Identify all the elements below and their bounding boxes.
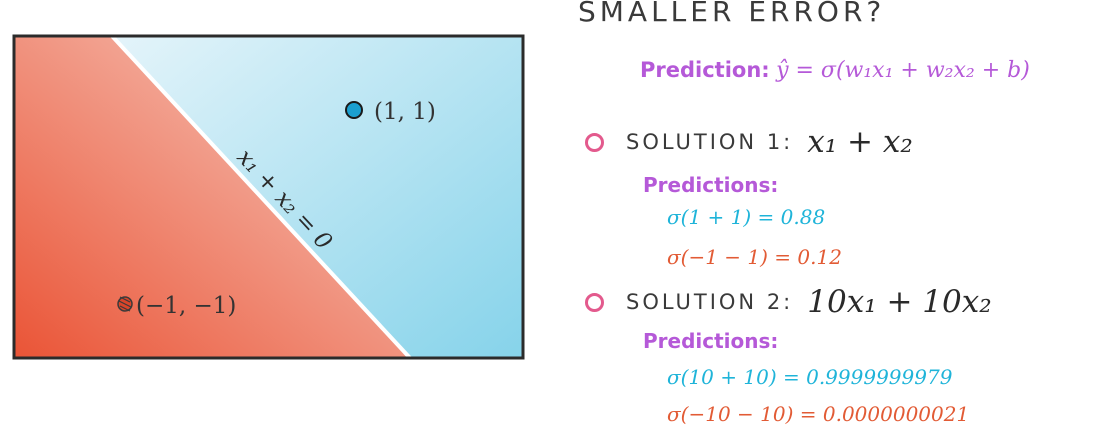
blue-region: [112, 36, 523, 358]
solution-1-equation: x₁ + x₂: [807, 124, 913, 160]
page-heading: SMALLER ERROR?: [578, 0, 886, 28]
bullet-circle-icon: [585, 132, 604, 152]
diagram-frame: [12, 34, 525, 360]
solution-1-predictions-label: Predictions:: [643, 173, 779, 197]
blue-point-label: (1, 1): [374, 99, 436, 125]
red-region: [14, 36, 410, 358]
solution-2-prediction-positive: σ(10 + 10) = 0.9999999979: [667, 365, 953, 389]
solution-2-predictions-label: Predictions:: [643, 329, 779, 353]
bullet-circle-icon: [585, 292, 604, 312]
blue-point: [345, 101, 363, 119]
solution-2-prediction-negative: σ(−10 − 10) = 0.0000000021: [667, 402, 970, 426]
solution-2-row: SOLUTION 2: 10x₁ + 10x₂: [585, 284, 992, 320]
prediction-equation: ŷ = σ(w₁x₁ + w₂x₂ + b): [776, 58, 1030, 83]
prediction-formula: Prediction: ŷ = σ(w₁x₁ + w₂x₂ + b): [640, 56, 1030, 83]
solution-1-row: SOLUTION 1: x₁ + x₂: [585, 124, 913, 160]
decision-boundary-diagram: (1, 1) (−1, −1) x₁ + x₂ = 0: [12, 34, 525, 360]
solution-2-label: SOLUTION 2:: [626, 290, 794, 314]
decision-boundary-line: [110, 34, 412, 360]
solution-2-equation: 10x₁ + 10x₂: [807, 284, 992, 320]
solution-1-prediction-positive: σ(1 + 1) = 0.88: [667, 205, 826, 229]
prediction-label: Prediction:: [640, 58, 770, 82]
solution-1-label: SOLUTION 1:: [626, 130, 794, 154]
solution-1-prediction-negative: σ(−1 − 1) = 0.12: [667, 245, 842, 269]
red-point: [117, 296, 133, 312]
red-point-label: (−1, −1): [136, 293, 236, 319]
